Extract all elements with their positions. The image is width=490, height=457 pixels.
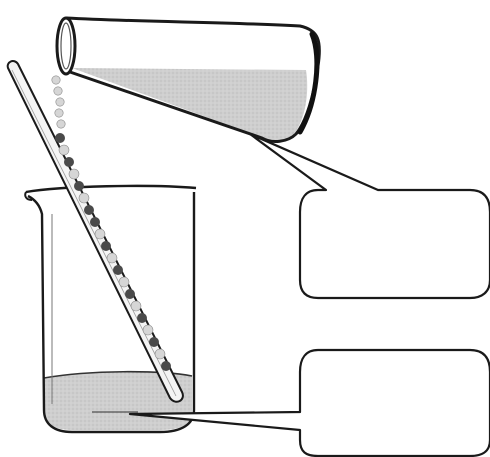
droplet — [101, 241, 111, 251]
droplet — [107, 253, 117, 263]
droplet — [125, 289, 135, 299]
flask-mouth — [57, 18, 75, 74]
droplet — [55, 109, 63, 117]
flask-callout-bubble — [250, 134, 490, 298]
pouring-stream — [52, 76, 65, 128]
droplet — [119, 277, 129, 287]
droplet — [59, 145, 69, 155]
droplet — [54, 87, 62, 95]
droplet — [64, 157, 74, 167]
droplet — [161, 361, 171, 371]
droplet — [52, 76, 60, 84]
droplet — [55, 133, 65, 143]
droplet — [113, 265, 123, 275]
flask-liquid — [72, 68, 307, 141]
conical-flask — [57, 18, 319, 141]
beaker-rim — [26, 186, 196, 192]
droplet — [155, 349, 165, 359]
droplet — [143, 325, 153, 335]
glass-rod-highlight — [12, 70, 176, 396]
droplet — [56, 98, 64, 106]
droplet — [137, 313, 147, 323]
droplet — [149, 337, 159, 347]
droplet — [95, 229, 105, 239]
droplet — [84, 205, 94, 215]
droplet — [131, 301, 141, 311]
droplet — [90, 217, 100, 227]
flask-callout — [250, 134, 490, 298]
droplet — [74, 181, 84, 191]
droplet — [69, 169, 79, 179]
droplet — [79, 193, 89, 203]
droplet — [57, 120, 65, 128]
